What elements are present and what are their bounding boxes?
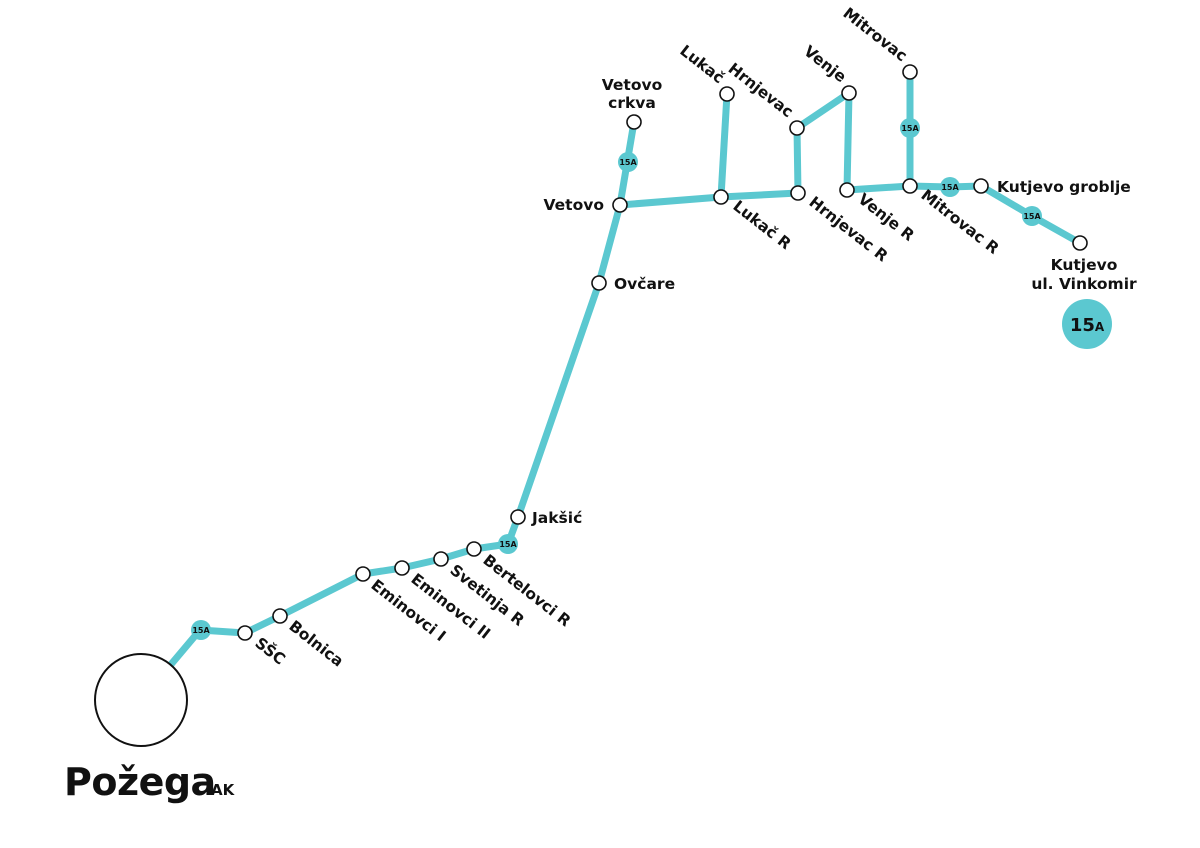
stop-ssc[interactable] [237,625,253,641]
svg-text:15A: 15A [941,183,959,192]
stop-vetovo[interactable] [612,197,628,213]
stop-lukac[interactable] [719,86,735,102]
stop-hrnjevac[interactable] [789,120,805,136]
label-venje: Venje [800,42,849,86]
svg-text:15A: 15A [1023,212,1041,221]
stop-ovcare[interactable] [591,275,607,291]
label-kutjevo-vinkomir-line1: Kutjevo [1051,256,1118,274]
stop-bolnica[interactable] [272,608,288,624]
stop-kutjevo-vinkomir[interactable] [1072,235,1088,251]
svg-text:15A: 15A [1070,315,1105,336]
label-vetovo-crkva-line2: crkva [608,94,656,112]
terminus-suffix: AK [211,781,236,799]
stop-venje-r[interactable] [839,182,855,198]
label-ssc: SŠC [252,633,290,668]
label-lukac: Lukač [676,42,727,88]
svg-text:15A: 15A [901,124,919,133]
label-mitrovac-r: Mitrovac R [918,186,1003,258]
label-jaksic: Jakšić [531,509,582,527]
label-ovcare: Ovčare [614,275,675,293]
line-badge-5: 15A [940,177,960,197]
line-badge-3: 15A [618,152,638,172]
line-badge-4: 15A [900,118,920,138]
stop-eminovci-2[interactable] [394,560,410,576]
label-kutjevo-groblje: Kutjevo groblje [997,178,1131,196]
label-hrnjevac: Hrnjevac [725,59,797,121]
stop-lukac-r[interactable] [713,189,729,205]
stop-hrnjevac-r[interactable] [790,185,806,201]
line-badge-6: 15A [1022,206,1042,226]
route-line-branch [616,68,914,209]
route-badge-large: 15A [1062,299,1112,349]
label-mitrovac: Mitrovac [839,4,910,65]
terminus-name: Požega [64,760,216,804]
stop-mitrovac-r[interactable] [902,178,918,194]
terminus-pozega-circle[interactable] [94,653,188,747]
line-badge-2: 15A [498,534,518,554]
svg-text:15A: 15A [619,158,637,167]
stop-venje[interactable] [841,85,857,101]
label-bolnica: Bolnica [286,617,347,670]
stop-svetinja-r[interactable] [433,551,449,567]
stop-jaksic[interactable] [510,509,526,525]
label-vetovo-crkva-line1: Vetovo [602,76,662,94]
label-lukac-r: Lukač R [730,197,795,253]
line-badge-1: 15A [191,620,211,640]
svg-text:15A: 15A [499,540,517,549]
stop-vetovo-crkva[interactable] [626,114,642,130]
stop-bertelovci-r[interactable] [466,541,482,557]
stop-kutjevo-groblje[interactable] [973,178,989,194]
route-line-lukac-spur [717,90,731,201]
label-vetovo: Vetovo [544,196,604,214]
label-kutjevo-vinkomir-line2: ul. Vinkomir [1031,275,1137,293]
stop-eminovci-1[interactable] [355,566,371,582]
stop-mitrovac[interactable] [902,64,918,80]
svg-text:15A: 15A [192,626,210,635]
